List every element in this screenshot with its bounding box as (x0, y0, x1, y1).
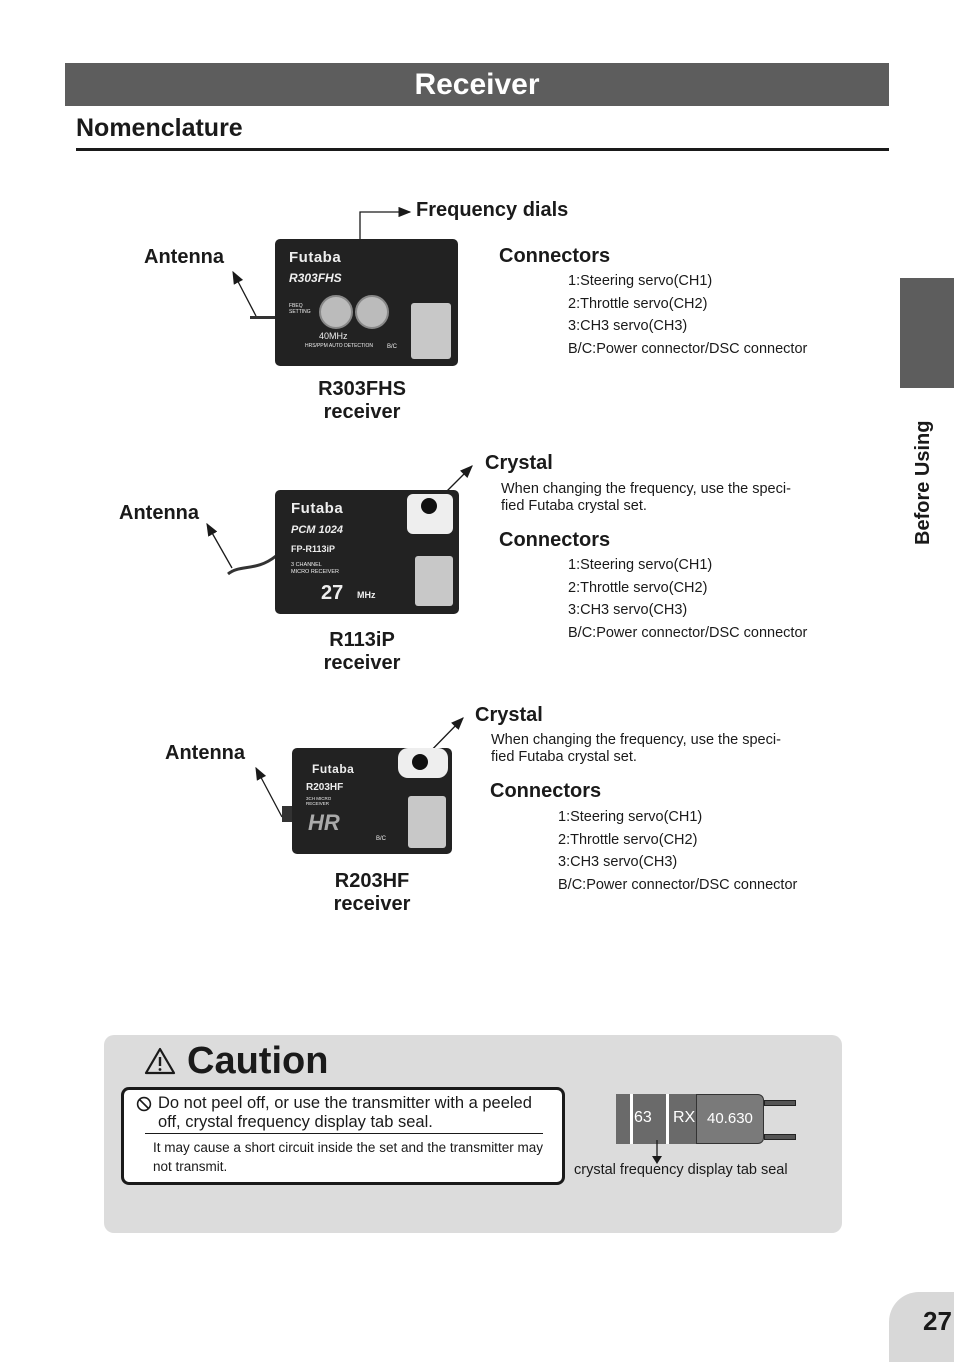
antenna-wire-1 (250, 316, 278, 319)
crystal-hole-icon (421, 498, 437, 514)
connectors-list-2: 1:Steering servo(CH1) 2:Throttle servo(C… (568, 554, 807, 645)
list-item: 3:CH3 servo(CH3) (568, 318, 688, 335)
device-auto: HRS/PPM AUTO DETECTION (305, 343, 373, 349)
crystal-title-2: Crystal (485, 452, 553, 474)
model-name: R203HF (334, 870, 410, 892)
antenna-label-2: Antenna (119, 502, 199, 524)
model-name: R113iP (329, 629, 395, 651)
frequency-dial-left-icon (319, 295, 353, 329)
list-item: 2:Throttle servo(CH2) (568, 295, 708, 312)
list-item: 1:Steering servo(CH1) (568, 557, 713, 573)
list-item: 2:Throttle servo(CH2) (558, 831, 698, 848)
page-number: 27 (889, 1292, 954, 1362)
frequency-dials-label: Frequency dials (416, 199, 569, 221)
crystal-illustration: 63 RX 40.630 (616, 1094, 796, 1146)
list-item: B/C:Power connector/DSC connector (558, 877, 798, 894)
device-brand: Futaba (289, 249, 342, 266)
crystal-rx: RX (673, 1109, 696, 1126)
device-hr-logo: HR (308, 810, 340, 835)
device-bc: B/C (376, 836, 387, 842)
crystal-pin-bottom (764, 1134, 796, 1140)
device-model: FP-R113iP (291, 544, 336, 554)
list-item: 3:CH3 servo(CH3) (558, 854, 678, 871)
section-rule (76, 148, 889, 151)
crystal-pin-top (764, 1100, 796, 1106)
crystal-note-2: When changing the frequency, use the spe… (501, 481, 791, 514)
connectors-title-2: Connectors (499, 529, 611, 551)
side-tab (900, 278, 954, 388)
crystal-channel: 63 (634, 1109, 652, 1126)
prohibited-icon (136, 1096, 152, 1112)
antenna-arrow-1 (232, 270, 257, 317)
device-freq: 27 (321, 582, 344, 604)
model-suffix: receiver (323, 401, 401, 423)
device-mhz: MHz (357, 590, 376, 600)
connectors-list-3: 1:Steering servo(CH1) 2:Throttle servo(C… (558, 806, 797, 897)
model-caption-2: R113iP receiver (292, 629, 432, 675)
device-desc: 3CH MICRO RECEIVER (306, 796, 332, 806)
device-freq: 40MHz (319, 331, 348, 341)
model-suffix: receiver (333, 893, 411, 915)
section-title: Nomenclature (76, 114, 243, 142)
device-bc: B/C (387, 344, 398, 350)
list-item: 1:Steering servo(CH1) (558, 809, 703, 825)
antenna-arrow-2 (206, 522, 233, 569)
device-model: R203HF (306, 782, 344, 793)
crystal-caption: crystal frequency display tab seal (574, 1162, 788, 1178)
crystal-body (696, 1094, 764, 1144)
crystal-note-3: When changing the frequency, use the spe… (491, 732, 781, 765)
device-model: R303FHS (289, 271, 342, 285)
connector-block-icon (415, 556, 453, 606)
connectors-list-1: 1:Steering servo(CH1) 2:Throttle servo(C… (568, 270, 807, 361)
model-caption-3: R203HF receiver (302, 870, 442, 916)
connector-block-icon (411, 303, 451, 359)
device-desc: 3 CHANNEL MICRO RECEIVER (291, 562, 339, 575)
antenna-wire-2 (227, 554, 277, 576)
antenna-label-1: Antenna (144, 246, 224, 268)
warning-divider (145, 1133, 543, 1134)
list-item: 2:Throttle servo(CH2) (568, 579, 708, 596)
model-suffix: receiver (323, 652, 401, 674)
crystal-hole-icon (412, 754, 428, 770)
receiver-image-r113ip: Futaba PCM 1024 FP-R113iP 3 CHANNEL MICR… (275, 490, 459, 614)
connectors-title-1: Connectors (499, 245, 611, 267)
device-fbeq: FBEQ SETTING (289, 303, 311, 315)
crystal-freq: 40.630 (707, 1110, 753, 1127)
antenna-arrow-3 (255, 766, 283, 818)
list-item: 3:CH3 servo(CH3) (568, 602, 688, 619)
warning-triangle-icon (144, 1047, 176, 1075)
seal-line (666, 1094, 669, 1144)
receiver-image-r303fhs: Futaba R303FHS FBEQ SETTING 40MHz HRS/PP… (275, 239, 458, 366)
model-name: R303FHS (318, 378, 406, 400)
antenna-label-3: Antenna (165, 742, 245, 764)
device-brand: Futaba (312, 762, 355, 776)
caution-title: Caution (187, 1040, 329, 1082)
warning-box (121, 1087, 565, 1185)
page-title-bar: Receiver (65, 63, 889, 106)
crystal-title-3: Crystal (475, 704, 543, 726)
connectors-title-3: Connectors (490, 780, 602, 802)
receiver-image-r203hf: Futaba R203HF 3CH MICRO RECEIVER HR B/C (292, 748, 452, 854)
list-item: B/C:Power connector/DSC connector (568, 341, 808, 358)
warning-main-text: Do not peel off, or use the transmitter … (158, 1094, 532, 1131)
connector-block-icon (408, 796, 446, 848)
seal-arrow (652, 1140, 662, 1164)
warning-sub-text: It may cause a short circuit inside the … (153, 1140, 543, 1174)
model-caption-1: R303FHS receiver (292, 378, 432, 424)
list-item: 1:Steering servo(CH1) (568, 273, 713, 289)
frequency-dial-right-icon (355, 295, 389, 329)
seal-line (630, 1094, 633, 1144)
list-item: B/C:Power connector/DSC connector (568, 625, 808, 642)
crystal-tab-seal (616, 1094, 696, 1144)
device-brand: Futaba (291, 500, 344, 517)
device-pcm: PCM 1024 (291, 524, 343, 536)
